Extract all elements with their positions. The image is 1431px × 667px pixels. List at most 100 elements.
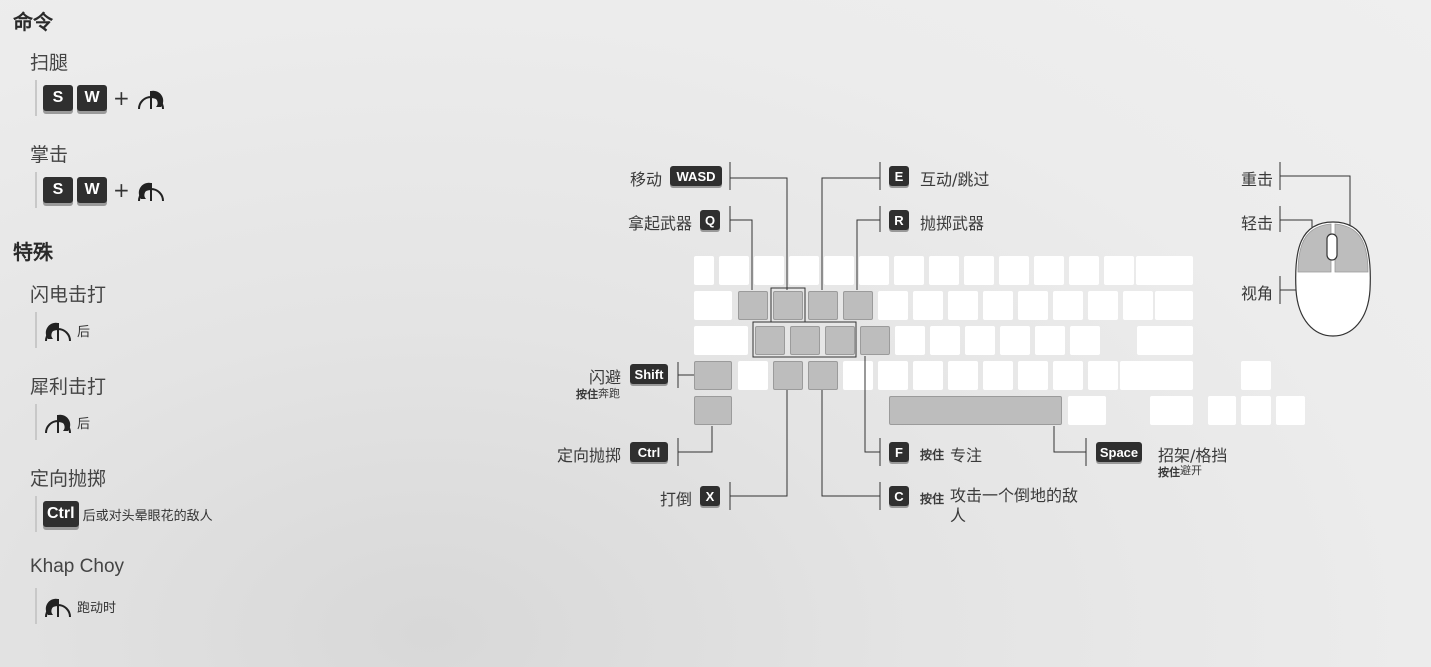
label-attack-down: 攻击一个倒地的敌人 xyxy=(950,486,1079,525)
key-ctrl: Ctrl xyxy=(43,501,79,527)
keyboard-key xyxy=(1088,361,1118,390)
keyboard-key xyxy=(754,256,784,285)
keyboard-key xyxy=(694,291,732,320)
key-c: C xyxy=(889,486,909,506)
plus-sign: + xyxy=(113,86,130,110)
special-hint: 后 xyxy=(77,324,91,340)
label-parry-avoid: 避开 xyxy=(1180,464,1202,477)
special-keys-khap-choy: 跑动时 xyxy=(35,588,116,624)
mouse-left-click-icon xyxy=(45,322,71,342)
key-space: Space xyxy=(1096,442,1142,462)
special-name-directed-throw: 定向抛掷 xyxy=(30,468,107,490)
key-shift: Shift xyxy=(630,364,668,384)
keyboard-key xyxy=(894,256,924,285)
section-title-commands: 命令 xyxy=(13,10,53,34)
keyboard-key-highlighted xyxy=(808,361,838,390)
label-pickup: 拿起武器 xyxy=(628,214,693,233)
key-s: S xyxy=(43,177,73,203)
section-title-special: 特殊 xyxy=(13,240,53,264)
keyboard-key xyxy=(1053,291,1083,320)
mouse-right-click-icon xyxy=(137,90,164,110)
keyboard-key xyxy=(1000,326,1030,355)
plus-sign: + xyxy=(113,178,130,202)
keyboard-key-highlighted xyxy=(843,291,873,320)
keyboard-key xyxy=(964,256,994,285)
keyboard-key xyxy=(1018,291,1048,320)
command-name-sweep: 扫腿 xyxy=(30,52,69,74)
key-w: W xyxy=(77,85,107,111)
key-wasd: WASD xyxy=(670,166,722,186)
keyboard-key xyxy=(1068,396,1106,425)
label-dodge: 闪避 xyxy=(589,368,622,387)
keyboard-key-highlighted xyxy=(825,326,855,355)
keyboard-key xyxy=(913,291,943,320)
command-keys-palm: S W + xyxy=(35,172,166,208)
mouse-left-click-icon xyxy=(137,182,164,202)
keyboard-key xyxy=(1069,256,1099,285)
special-hint: 跑动时 xyxy=(77,600,117,616)
keyboard-key xyxy=(1155,291,1193,320)
special-keys-directed-throw: Ctrl 后或对头晕眼花的敌人 xyxy=(35,496,213,532)
key-w: W xyxy=(77,177,107,203)
keyboard-key xyxy=(694,256,714,285)
label-light-attack: 轻击 xyxy=(1241,214,1274,233)
keyboard-key xyxy=(948,291,978,320)
keyboard-key-highlighted xyxy=(773,361,803,390)
keyboard-key xyxy=(983,361,1013,390)
special-name-lightning: 闪电击打 xyxy=(30,284,107,306)
keyboard-key xyxy=(1241,361,1271,390)
label-interact: 互动/跳过 xyxy=(920,170,990,189)
key-s: S xyxy=(43,85,73,111)
keyboard-key-highlighted xyxy=(694,361,732,390)
label-attack-hold: 按住 xyxy=(920,492,945,506)
keyboard-key-highlighted xyxy=(694,396,732,425)
keyboard-key-highlighted xyxy=(889,396,1062,425)
key-e: E xyxy=(889,166,909,186)
keyboard-key xyxy=(719,256,749,285)
keyboard-key xyxy=(1088,291,1118,320)
keyboard-key xyxy=(1208,396,1236,425)
special-name-sharp: 犀利击打 xyxy=(30,376,107,398)
keyboard-key-highlighted xyxy=(808,291,838,320)
key-f: F xyxy=(889,442,909,462)
label-view: 视角 xyxy=(1241,284,1274,303)
keyboard-key-highlighted xyxy=(738,291,768,320)
keyboard-key xyxy=(1104,256,1134,285)
label-parry-hold: 按住 xyxy=(1158,466,1180,479)
keyboard-key xyxy=(1137,326,1193,355)
keyboard-key-highlighted xyxy=(755,326,785,355)
keyboard-key xyxy=(1070,326,1100,355)
keyboard-key xyxy=(930,326,960,355)
keyboard-key xyxy=(1018,361,1048,390)
mouse-right-click-icon xyxy=(45,414,71,434)
keyboard-key-highlighted xyxy=(860,326,890,355)
key-x: X xyxy=(700,486,720,506)
keyboard-key xyxy=(878,361,908,390)
special-name-khap-choy: Khap Choy xyxy=(30,556,125,577)
keyboard-key xyxy=(694,326,748,355)
special-hint: 后或对头晕眼花的敌人 xyxy=(82,508,213,524)
label-focus-hold: 按住 xyxy=(920,448,945,462)
label-throw: 抛掷武器 xyxy=(920,214,985,233)
keyboard-key xyxy=(878,291,908,320)
keyboard-key xyxy=(843,361,873,390)
key-ctrl: Ctrl xyxy=(630,442,668,462)
special-hint: 后 xyxy=(77,416,91,432)
keyboard-key xyxy=(948,361,978,390)
command-name-palm: 掌击 xyxy=(30,144,69,166)
keyboard-key xyxy=(895,326,925,355)
keyboard-key xyxy=(1053,361,1083,390)
keyboard-key xyxy=(1035,326,1065,355)
key-q: Q xyxy=(700,210,720,230)
keyboard-key xyxy=(929,256,959,285)
keyboard-key xyxy=(824,256,854,285)
keyboard-key xyxy=(1123,291,1153,320)
keyboard-key xyxy=(1136,256,1193,285)
keyboard-key xyxy=(1034,256,1064,285)
keyboard-key xyxy=(965,326,995,355)
keyboard-key xyxy=(1241,396,1271,425)
keyboard-key xyxy=(789,256,819,285)
keyboard-key xyxy=(913,361,943,390)
keyboard-key-highlighted xyxy=(773,291,803,320)
